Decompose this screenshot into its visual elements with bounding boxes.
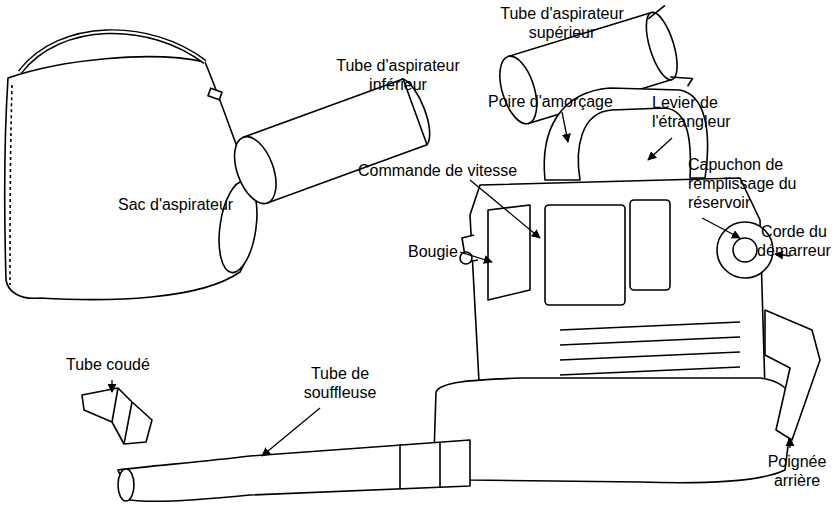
blower-tube bbox=[118, 440, 470, 501]
part-label: Tube coudé bbox=[66, 355, 166, 374]
part-label: Tube de souffleuse bbox=[290, 364, 390, 402]
part-label: Capuchon de remplissage du réservoir bbox=[688, 155, 837, 212]
lower-vacuum-tube bbox=[226, 76, 436, 209]
part-label: Poire d'amorçage bbox=[488, 92, 638, 111]
part-label: Tube d'aspirateur inférieur bbox=[328, 56, 468, 94]
part-label: Tube d'aspirateur supérieur bbox=[492, 4, 632, 42]
part-label: Levier de l'étrangleur bbox=[652, 93, 762, 131]
part-label: Bougie bbox=[408, 242, 468, 261]
part-label: Poignée arrière bbox=[762, 452, 832, 490]
part-label: Corde du démarreur bbox=[752, 222, 836, 260]
elbow-tube bbox=[82, 388, 152, 444]
vacuum-bag bbox=[5, 32, 263, 300]
part-label: Commande de vitesse bbox=[358, 161, 548, 180]
blower-body bbox=[434, 88, 820, 483]
part-label: Sac d'aspirateur bbox=[118, 195, 258, 214]
